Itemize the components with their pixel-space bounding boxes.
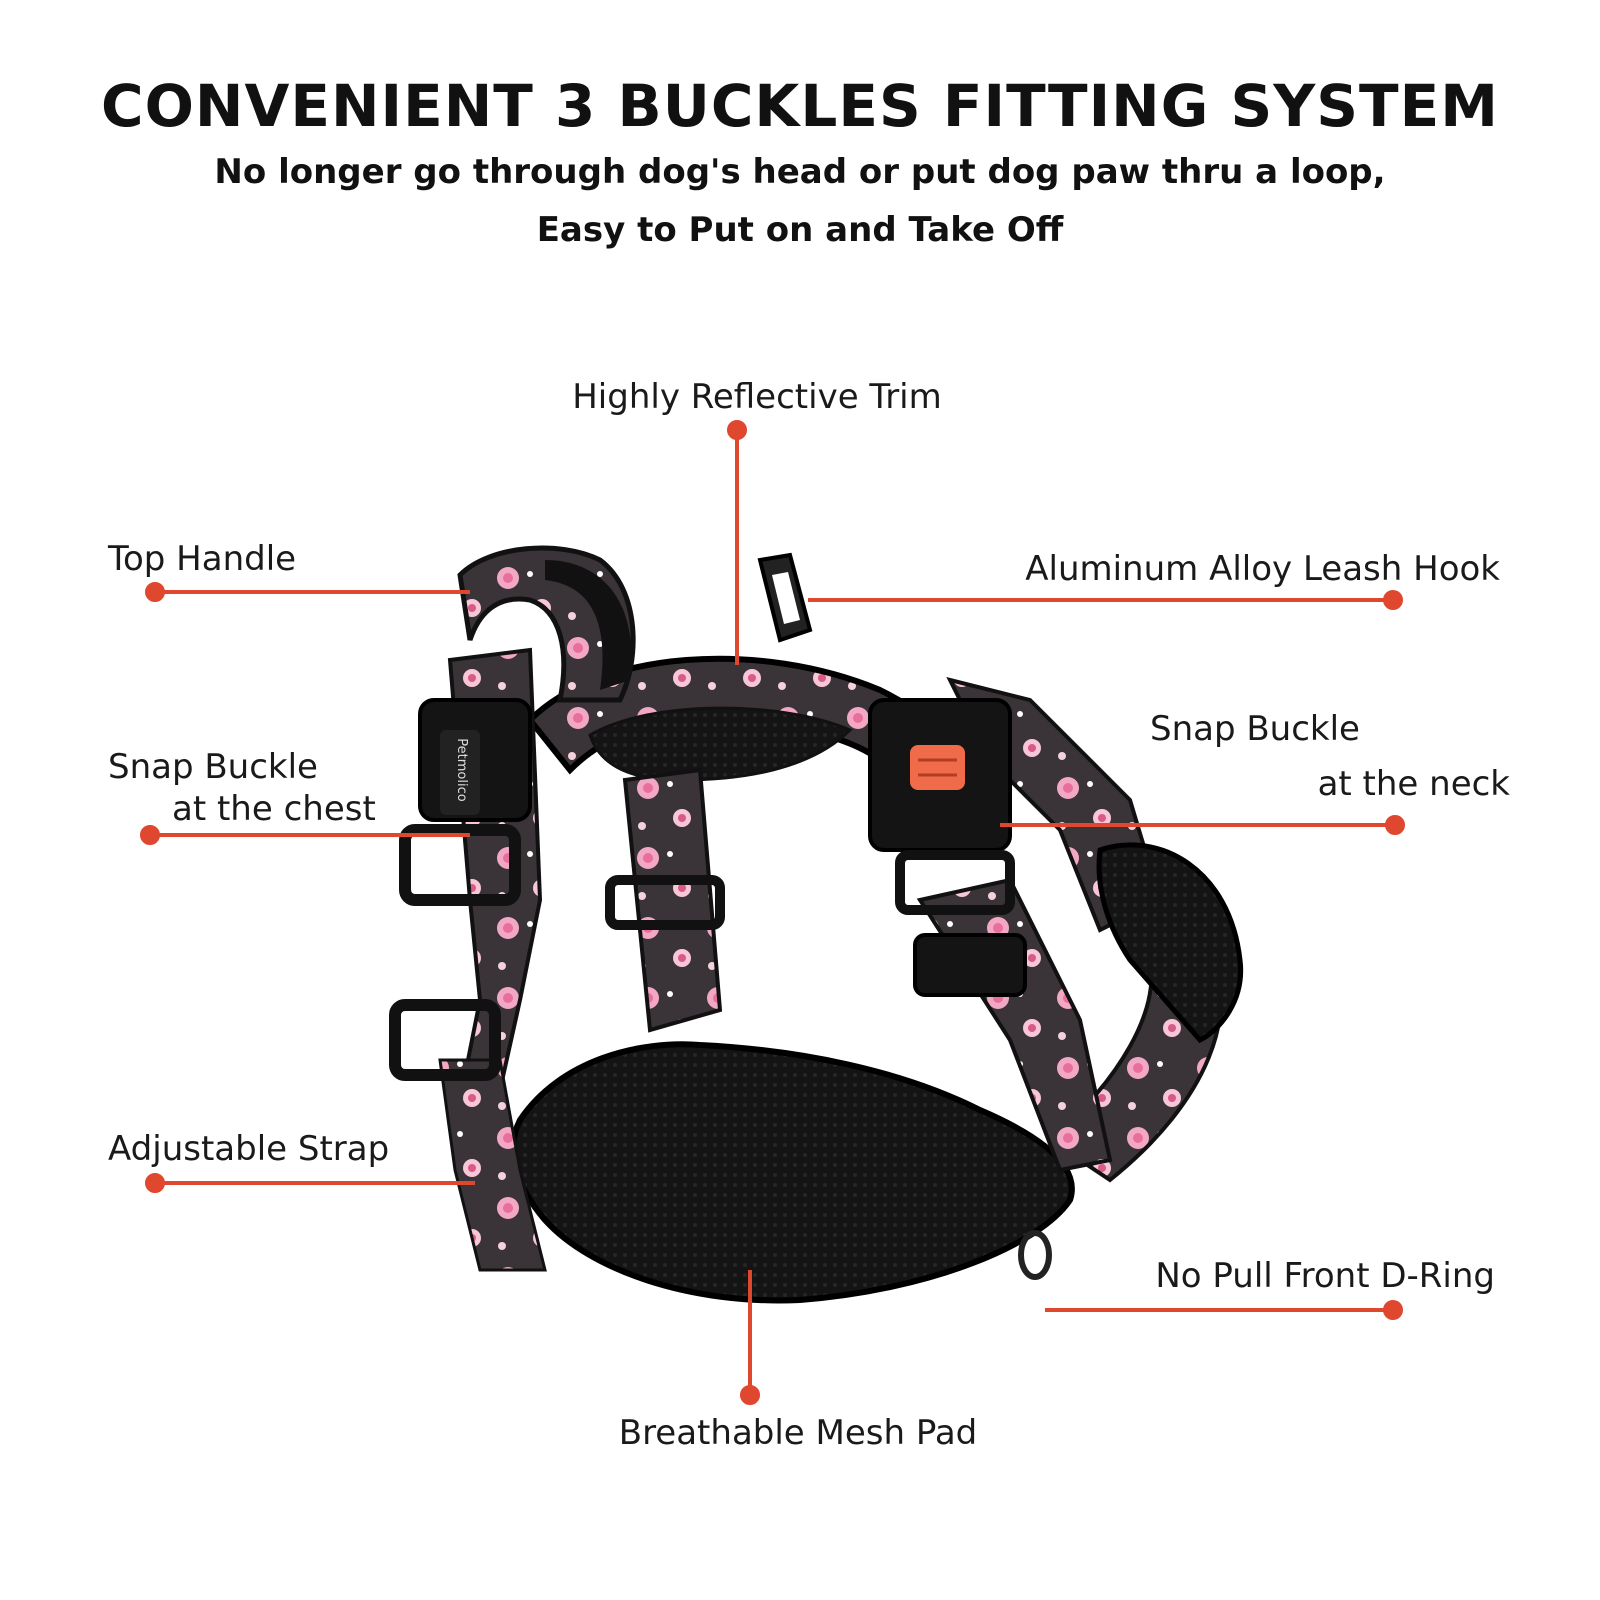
- back-mesh: [588, 706, 853, 782]
- right-side-pad: [1096, 842, 1244, 1044]
- page-title: CONVENIENT 3 BUCKLES FITTING SYSTEM: [101, 72, 1499, 140]
- label-adjustable-strap: Adjustable Strap: [108, 1129, 389, 1169]
- middle-strap: [622, 767, 723, 1033]
- subtitle-line-2: Easy to Put on and Take Off: [536, 210, 1064, 250]
- subtitle-line-1: No longer go through dog's head or put d…: [214, 152, 1386, 192]
- neck-buckle: [868, 698, 1027, 997]
- top-handle-lining: [545, 560, 632, 690]
- label-chest-buckle-line1: Snap Buckle: [108, 747, 318, 787]
- callout-lines: [140, 420, 1405, 1405]
- label-neck-buckle-line1: Snap Buckle: [1150, 709, 1360, 749]
- label-top-handle: Top Handle: [107, 539, 296, 579]
- label-neck-buckle-line2: at the neck: [1318, 764, 1511, 804]
- front-d-ring: [1018, 1230, 1052, 1280]
- mesh-pad: [510, 1041, 1075, 1304]
- label-leash-hook: Aluminum Alloy Leash Hook: [1025, 549, 1500, 589]
- chest-buckle: Petmolico: [389, 698, 532, 1081]
- label-reflective-trim: Highly Reflective Trim: [572, 377, 942, 417]
- label-chest-buckle-line2: at the chest: [172, 789, 376, 829]
- label-front-d-ring: No Pull Front D-Ring: [1155, 1256, 1495, 1296]
- harness-illustration: Petmolico: [389, 545, 1244, 1304]
- buckle-brand-text: Petmolico: [454, 738, 469, 801]
- label-mesh-pad: Breathable Mesh Pad: [619, 1413, 978, 1453]
